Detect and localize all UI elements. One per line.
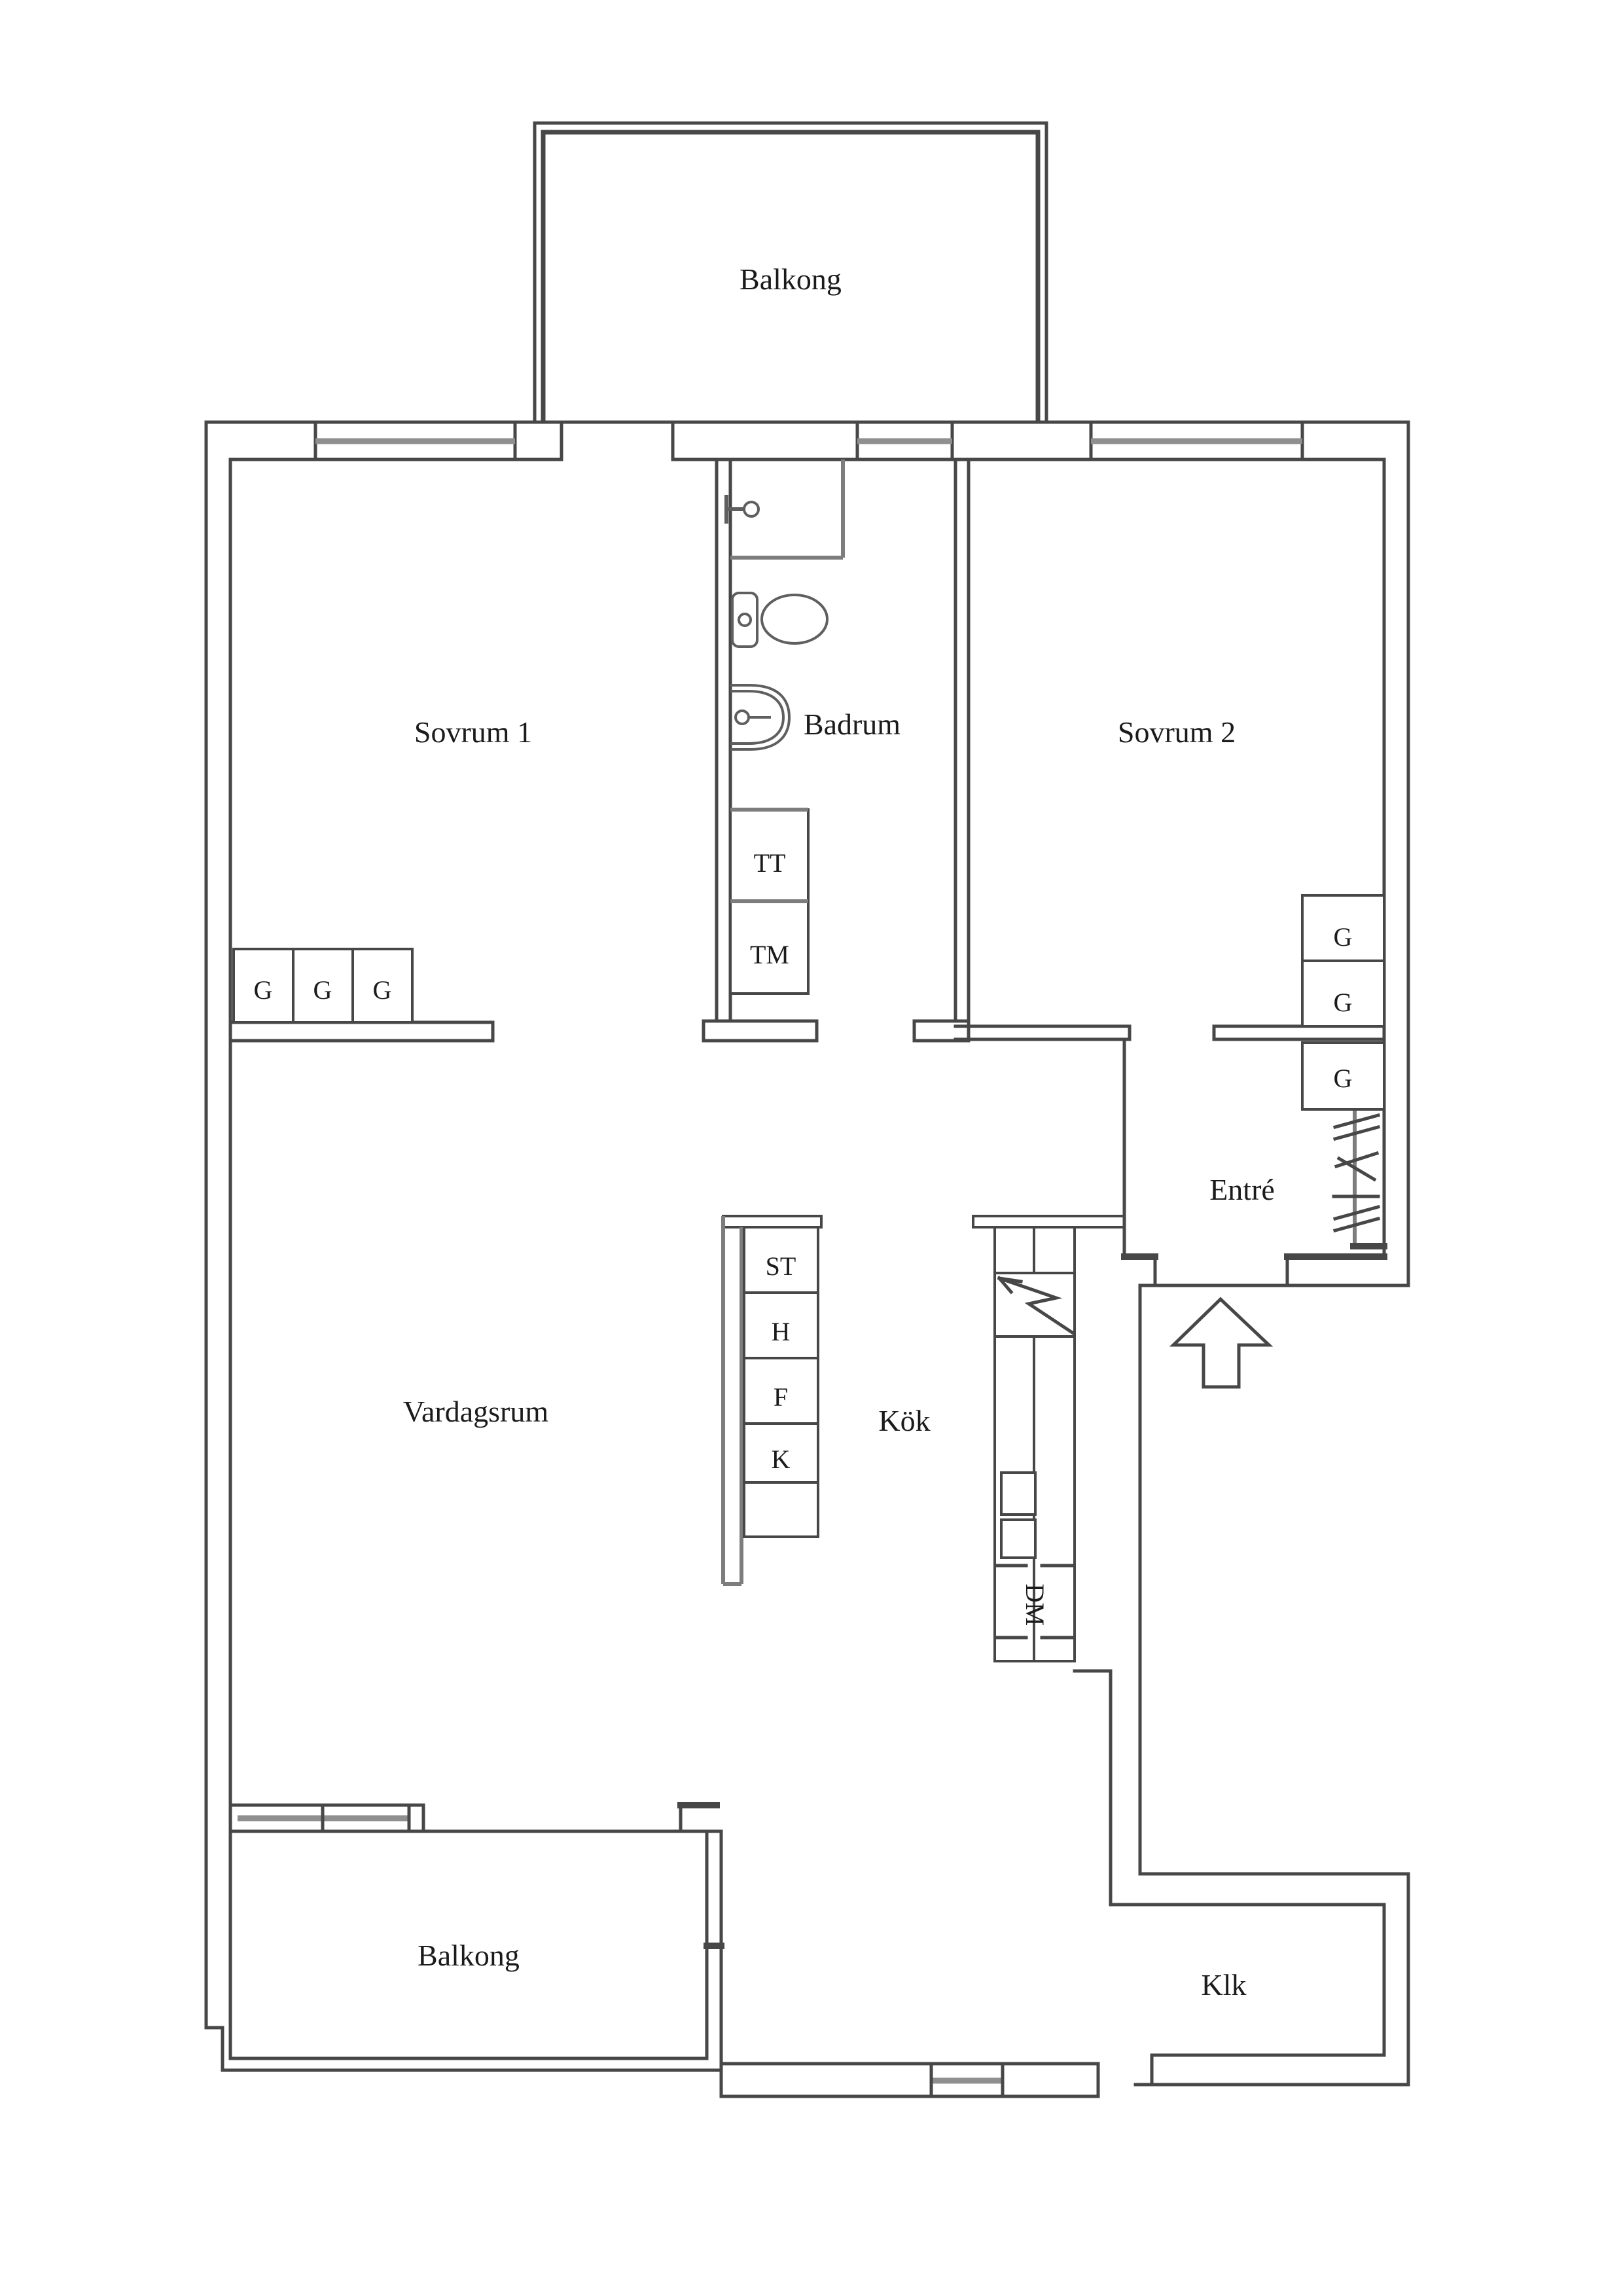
entrance-arrow-icon (1169, 1297, 1274, 1389)
wardrobe-label-2: G (313, 975, 332, 1005)
bathroom-label: Badrum (804, 708, 901, 741)
balcony-top-label: Balkong (740, 262, 842, 296)
faucet-icon (724, 495, 760, 524)
entrance-door-hatch (1332, 1109, 1387, 1249)
kitchen-label: Kök (878, 1404, 930, 1437)
balcony-top-outer-rail (533, 121, 1048, 424)
stove-icon (997, 1276, 1076, 1336)
balcony-bottom-label: Balkong (418, 1939, 520, 1972)
washbasin-icon (730, 684, 791, 751)
interior-walls (228, 457, 1410, 2098)
outer-walls (204, 420, 1410, 2098)
kitchen-counter (972, 1215, 1126, 1662)
fridge-label: K (772, 1444, 791, 1474)
shelf-cabinet-label: H (772, 1317, 791, 1346)
freezer-label: F (774, 1382, 788, 1412)
cleaning-cabinet-label: ST (766, 1251, 796, 1281)
bedroom1-label: Sovrum 1 (414, 715, 532, 749)
wardrobe-label-5: G (1334, 988, 1353, 1017)
bedroom2-label: Sovrum 2 (1118, 715, 1236, 749)
wardrobe-label-3: G (373, 975, 392, 1005)
laundry-unit (729, 808, 810, 995)
wardrobe-label-1: G (254, 975, 273, 1005)
living-room-label: Vardagsrum (403, 1395, 548, 1428)
kitchen-tall-cabinets (721, 1215, 823, 1586)
toilet-icon (731, 592, 829, 648)
window-lines (238, 438, 1302, 2084)
dishwasher-label: DM (1020, 1584, 1050, 1626)
wardrobe-entrance (1301, 1041, 1385, 1111)
balcony-top-inner-rail (541, 130, 1041, 422)
thresholds (677, 1253, 1387, 1949)
wardrobe-stack-bedroom2 (1301, 894, 1385, 1028)
sink-counter (730, 459, 845, 560)
wardrobe-label-6: G (1334, 1064, 1353, 1093)
wardrobe-label-4: G (1334, 922, 1353, 952)
dryer-label: TT (754, 848, 786, 878)
wardrobe-row-bedroom1 (232, 948, 414, 1024)
closet-label: Klk (1202, 1968, 1247, 2001)
entrance-label: Entré (1209, 1173, 1275, 1206)
washer-label: TM (750, 940, 789, 969)
